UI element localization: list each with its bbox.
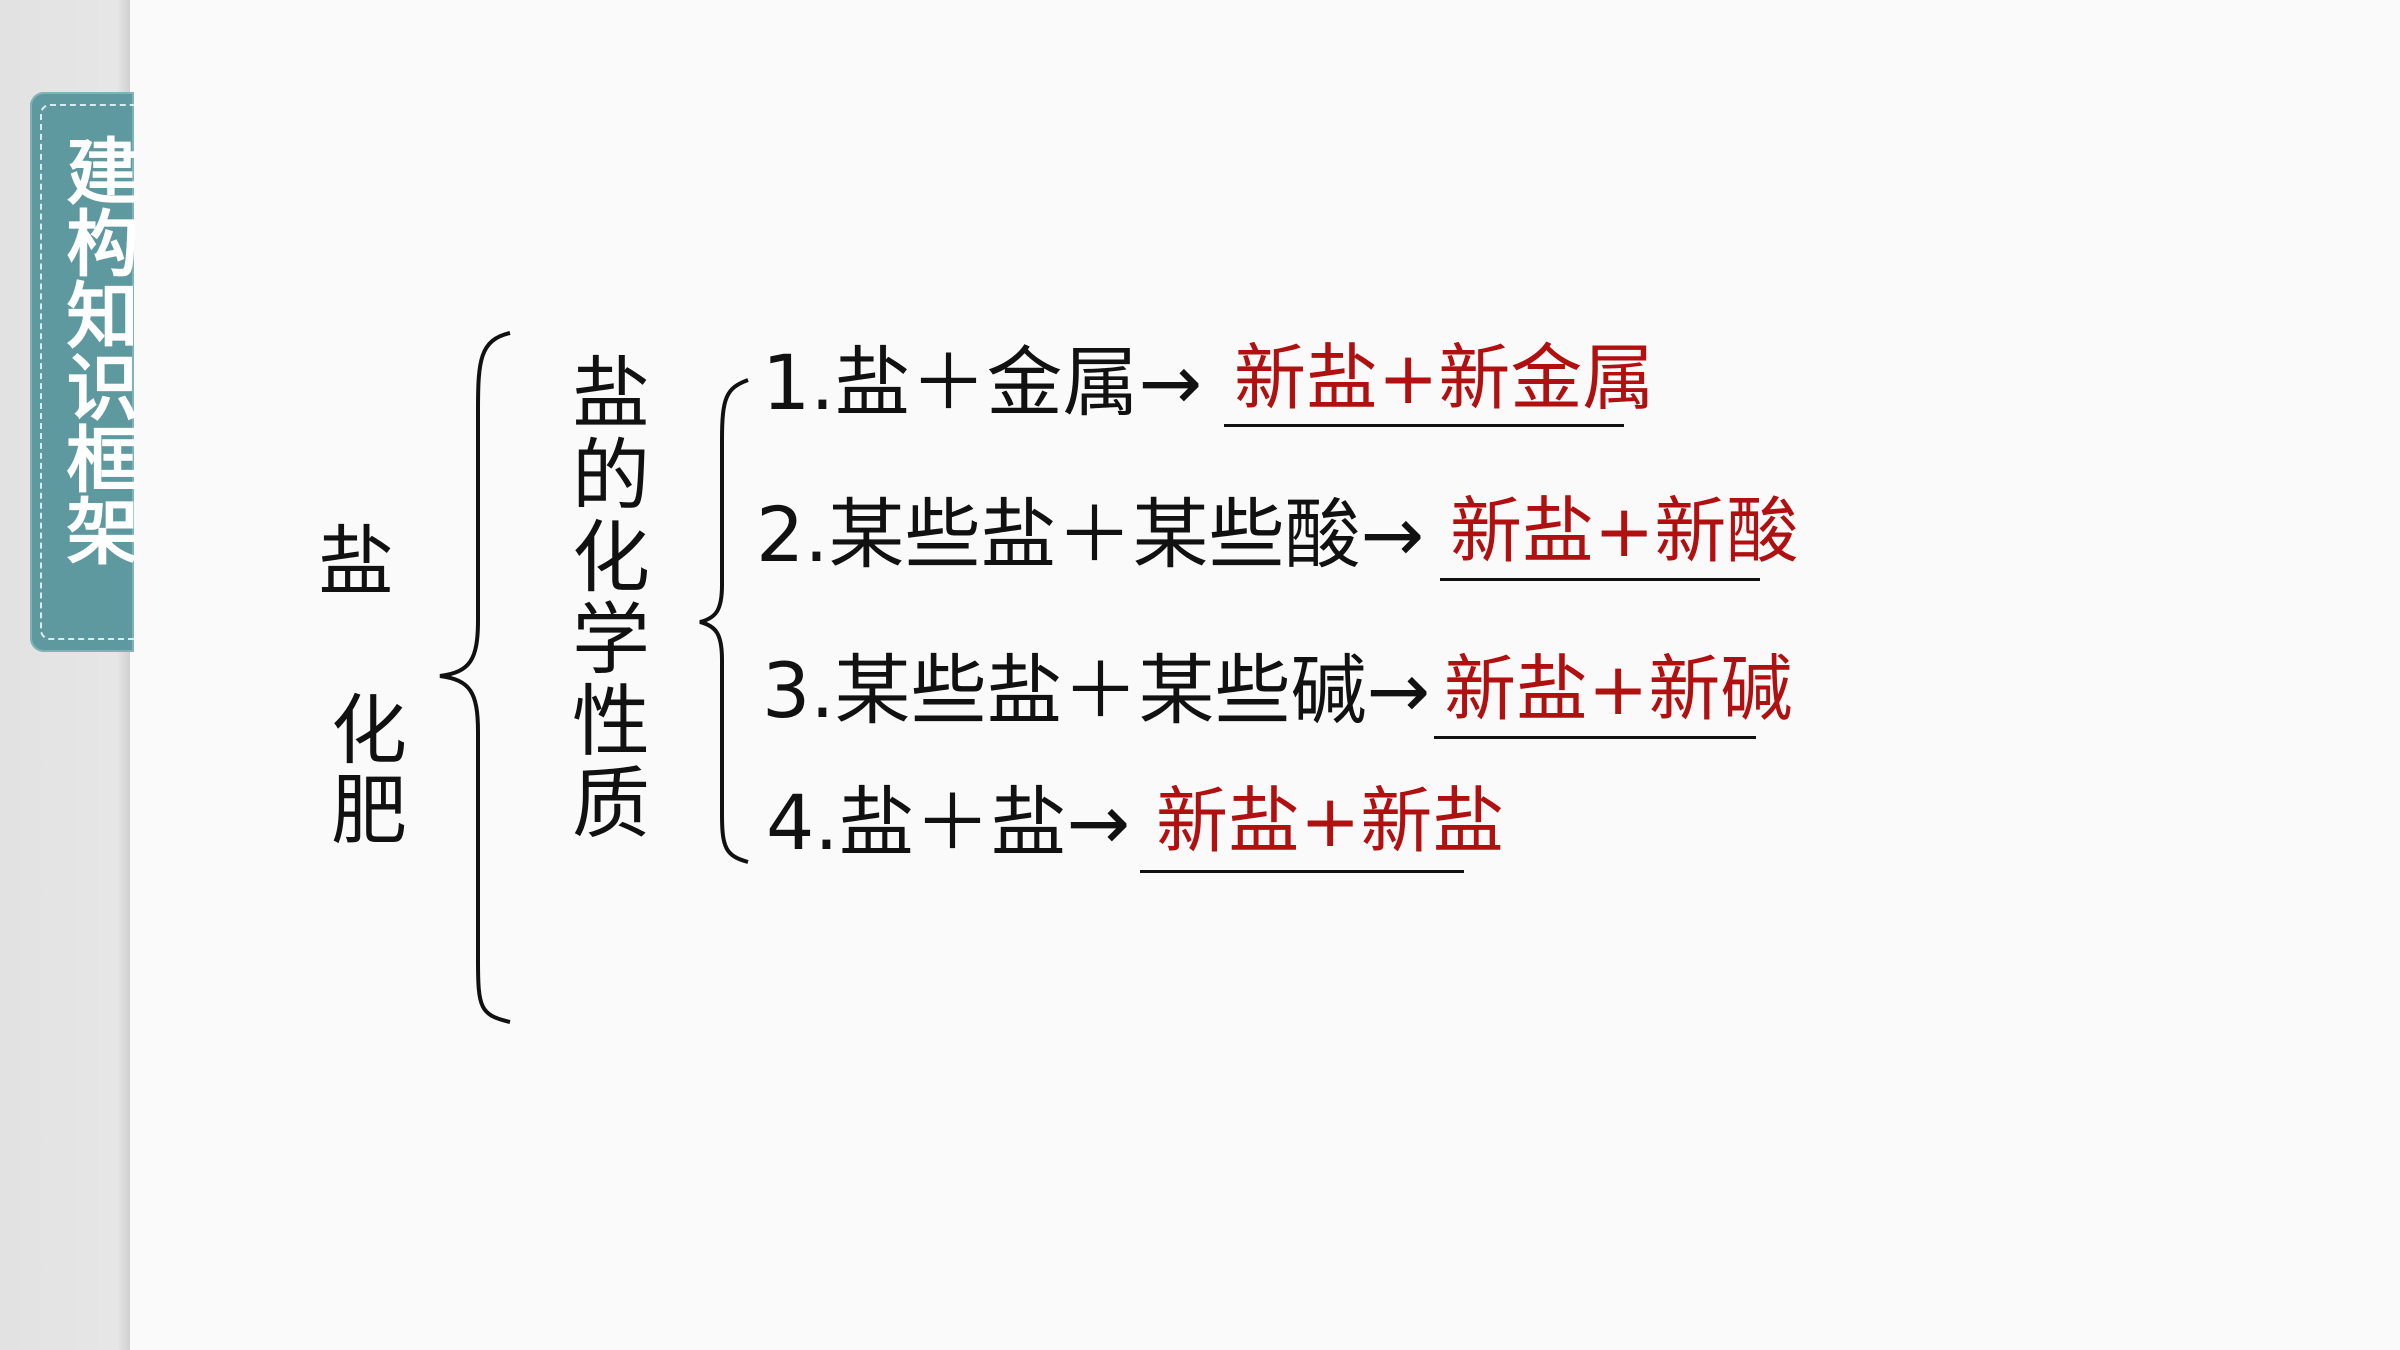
item-1-question: 1.盐＋金属→ xyxy=(762,338,1203,427)
item-1-answer: 新盐+新金属 xyxy=(1234,336,1655,420)
section-tab: 建构知识框架 xyxy=(30,92,138,652)
item-4-question: 4.盐＋盐→ xyxy=(766,778,1131,867)
item-2-blank xyxy=(1440,578,1760,581)
item-2-answer: 新盐+新酸 xyxy=(1450,489,1799,573)
item-2-question: 2.某些盐＋某些酸→ xyxy=(756,490,1425,579)
branch-label: 盐的化学性质 xyxy=(559,352,649,844)
main-brace xyxy=(439,331,511,1024)
topic-fertilizer: 化肥 xyxy=(318,690,407,850)
topic-salt: 盐 xyxy=(318,517,394,606)
item-3-question: 3.某些盐＋某些碱→ xyxy=(762,646,1431,735)
item-1-blank xyxy=(1224,424,1624,427)
sub-brace xyxy=(699,378,749,864)
item-3-answer: 新盐+新碱 xyxy=(1444,647,1793,731)
item-3-blank xyxy=(1434,736,1756,739)
section-tab-label: 建构知识框架 xyxy=(54,134,138,566)
section-tab-dashed-border xyxy=(40,104,134,640)
item-4-blank xyxy=(1140,870,1464,873)
item-4-answer: 新盐+新盐 xyxy=(1156,779,1505,863)
